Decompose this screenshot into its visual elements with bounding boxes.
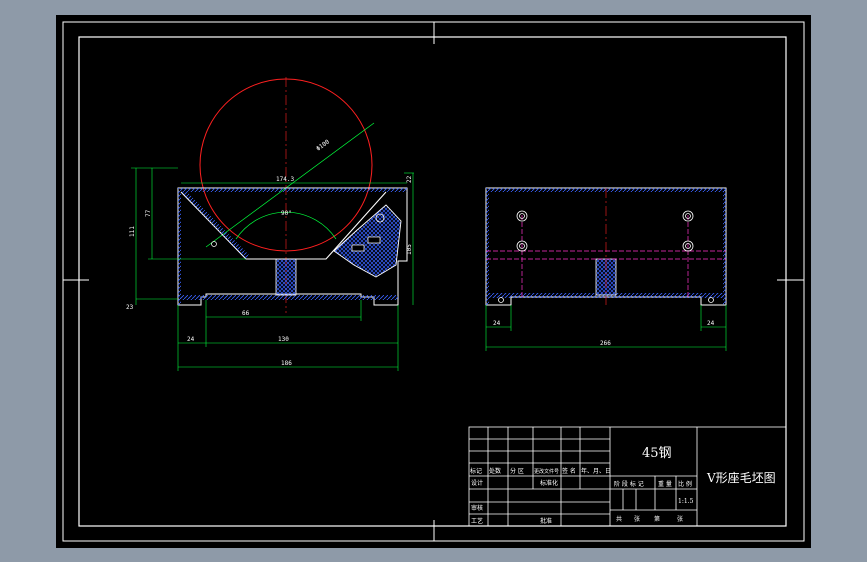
side-dimensions [485, 305, 727, 351]
dim-right-side: 105 [406, 244, 413, 255]
center-post [275, 258, 297, 296]
sheets-unit-1: 张 [634, 515, 640, 523]
section-dimensions [131, 167, 414, 371]
ratio-label: 比 例 [678, 480, 692, 488]
rev-col-2: 处数 [489, 467, 501, 475]
v-left-hatch [181, 192, 249, 259]
weight-label: 重 量 [658, 480, 672, 488]
rev-col-5: 签 名 [562, 467, 576, 475]
cad-drawing: Φ100 90° [62, 21, 805, 542]
dim-slot-width: 66 [242, 310, 250, 317]
material-label: 45钢 [642, 446, 672, 461]
title-block: 45钢 V形座毛坯图 1:1.5 标记 处数 分 区 更改文件号 签 名 年、月… [468, 426, 787, 527]
clamp-block [333, 204, 402, 278]
dim-top-right: 22 [406, 175, 413, 183]
sheets-unit-2: 张 [677, 515, 683, 523]
scale-value: 1:1.5 [678, 498, 694, 505]
dim-overall-height: 111 [129, 226, 136, 237]
part-name: V形座毛坯图 [706, 470, 776, 485]
rev-col-3: 分 区 [510, 467, 524, 475]
side-left-hatch [486, 188, 489, 305]
clamp-hole [375, 213, 385, 223]
dim-inner-width: 130 [278, 336, 289, 343]
dim-top-width: 174.3 [276, 176, 294, 183]
dim-diameter: Φ100 [315, 138, 331, 152]
dim-base-height: 23 [126, 304, 134, 311]
diameter-leader [205, 122, 375, 248]
side-view: 24 24 266 [485, 187, 727, 351]
clamp-slot-2 [351, 244, 365, 252]
standardization-label: 标准化 [540, 479, 558, 487]
top-hatch-band [181, 188, 407, 192]
dim-side-left-foot: 24 [493, 320, 501, 327]
left-wall-hatch [178, 188, 181, 305]
sheets-total: 共 [616, 515, 622, 523]
drawing-frame [62, 21, 805, 542]
angle-arc [235, 211, 337, 240]
rev-col-4: 更改文件号 [534, 468, 559, 475]
dim-overall-width: 186 [281, 360, 292, 367]
rev-col-6: 年、月、日 [581, 467, 611, 475]
clamp-slot-1 [367, 236, 381, 244]
side-bottom-hatch [486, 293, 726, 298]
rev-col-1: 标记 [470, 467, 482, 475]
sheets-number: 第 [654, 515, 660, 523]
side-right-hatch [723, 188, 726, 305]
drawing-sheet: Φ100 90° [56, 15, 811, 548]
stage-mark-label: 阶 段 标 记 [614, 480, 644, 488]
approve-label: 批准 [540, 517, 552, 525]
side-holes [498, 210, 714, 303]
section-view: Φ100 90° [126, 77, 414, 371]
bottom-hatch-band [178, 295, 398, 300]
dim-side-length: 266 [600, 340, 611, 347]
row-review: 审核 [471, 504, 483, 512]
dim-body-height: 77 [145, 209, 152, 217]
dim-left-offset: 24 [187, 336, 195, 343]
small-hole [211, 241, 217, 247]
dim-angle: 90° [281, 210, 292, 217]
dim-side-right-foot: 24 [707, 320, 715, 327]
row-process: 工艺 [471, 517, 483, 525]
row-design: 设计 [471, 479, 483, 487]
